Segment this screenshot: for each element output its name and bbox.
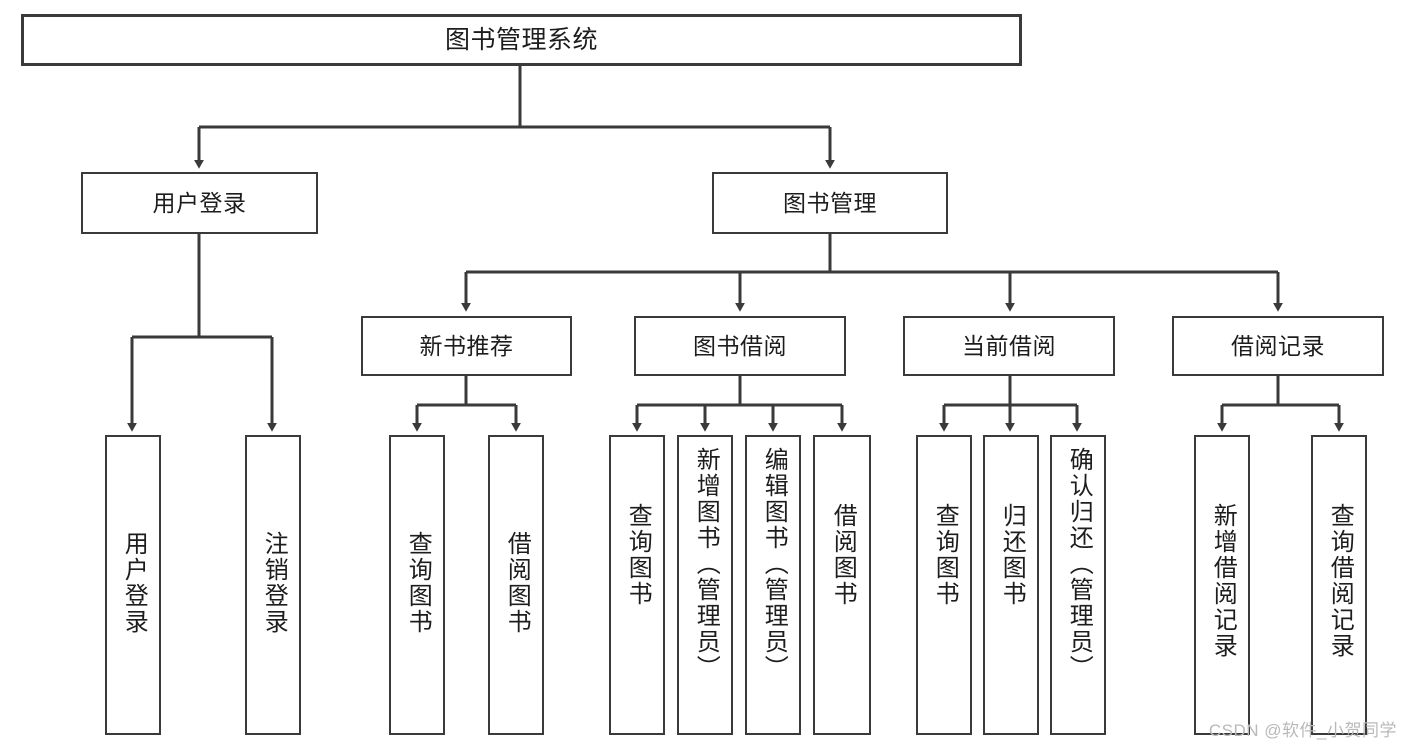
node-leaf-add-book[interactable]: 新增图书（管理员） [677,435,733,735]
node-leaf-logout-label: 注销登录 [260,531,288,635]
node-leaf-query-book-2[interactable]: 查询图书 [609,435,665,735]
node-book-manage-label: 图书管理 [783,189,877,216]
node-leaf-return-book[interactable]: 归还图书 [983,435,1039,735]
node-leaf-borrow-book-2[interactable]: 借阅图书 [813,435,871,735]
node-leaf-query-book-2-label: 查询图书 [624,503,652,607]
node-new-book-recommend[interactable]: 新书推荐 [361,316,572,376]
node-book-manage[interactable]: 图书管理 [712,172,948,234]
node-leaf-query-book-1-label: 查询图书 [404,531,432,635]
csdn-watermark: CSDN @软件_小贺同学 [1208,721,1397,740]
node-leaf-user-login[interactable]: 用户登录 [105,435,161,735]
node-leaf-query-record-label: 查询借阅记录 [1326,503,1354,659]
node-leaf-logout[interactable]: 注销登录 [245,435,301,735]
node-leaf-edit-book-label: 编辑图书（管理员） [760,447,788,681]
node-leaf-borrow-book-1[interactable]: 借阅图书 [488,435,544,735]
node-user-login-label: 用户登录 [152,189,247,216]
node-leaf-query-book-3-label: 查询图书 [931,503,959,607]
node-leaf-confirm-return[interactable]: 确认归还（管理员） [1050,435,1106,735]
node-borrow-record-label: 借阅记录 [1231,332,1325,359]
node-leaf-edit-book[interactable]: 编辑图书（管理员） [745,435,801,735]
node-leaf-query-record[interactable]: 查询借阅记录 [1311,435,1367,735]
node-leaf-confirm-return-label: 确认归还（管理员） [1065,447,1093,681]
node-leaf-add-record-label: 新增借阅记录 [1209,503,1237,659]
node-borrow-record[interactable]: 借阅记录 [1172,316,1384,376]
node-new-book-recommend-label: 新书推荐 [419,332,514,359]
node-leaf-user-login-label: 用户登录 [120,531,148,635]
node-leaf-query-book-3[interactable]: 查询图书 [916,435,972,735]
node-leaf-query-book-1[interactable]: 查询图书 [389,435,445,735]
node-leaf-return-book-label: 归还图书 [998,503,1026,607]
node-root-label: 图书管理系统 [444,25,598,54]
node-leaf-add-book-label: 新增图书（管理员） [692,447,720,681]
node-book-borrow-label: 图书借阅 [693,332,787,359]
node-current-borrow[interactable]: 当前借阅 [903,316,1115,376]
node-book-borrow[interactable]: 图书借阅 [634,316,846,376]
node-leaf-borrow-book-1-label: 借阅图书 [503,531,531,635]
node-leaf-add-record[interactable]: 新增借阅记录 [1194,435,1250,735]
node-current-borrow-label: 当前借阅 [962,332,1056,359]
node-leaf-borrow-book-2-label: 借阅图书 [829,503,857,607]
node-root[interactable]: 图书管理系统 [21,14,1022,66]
node-user-login[interactable]: 用户登录 [81,172,318,234]
